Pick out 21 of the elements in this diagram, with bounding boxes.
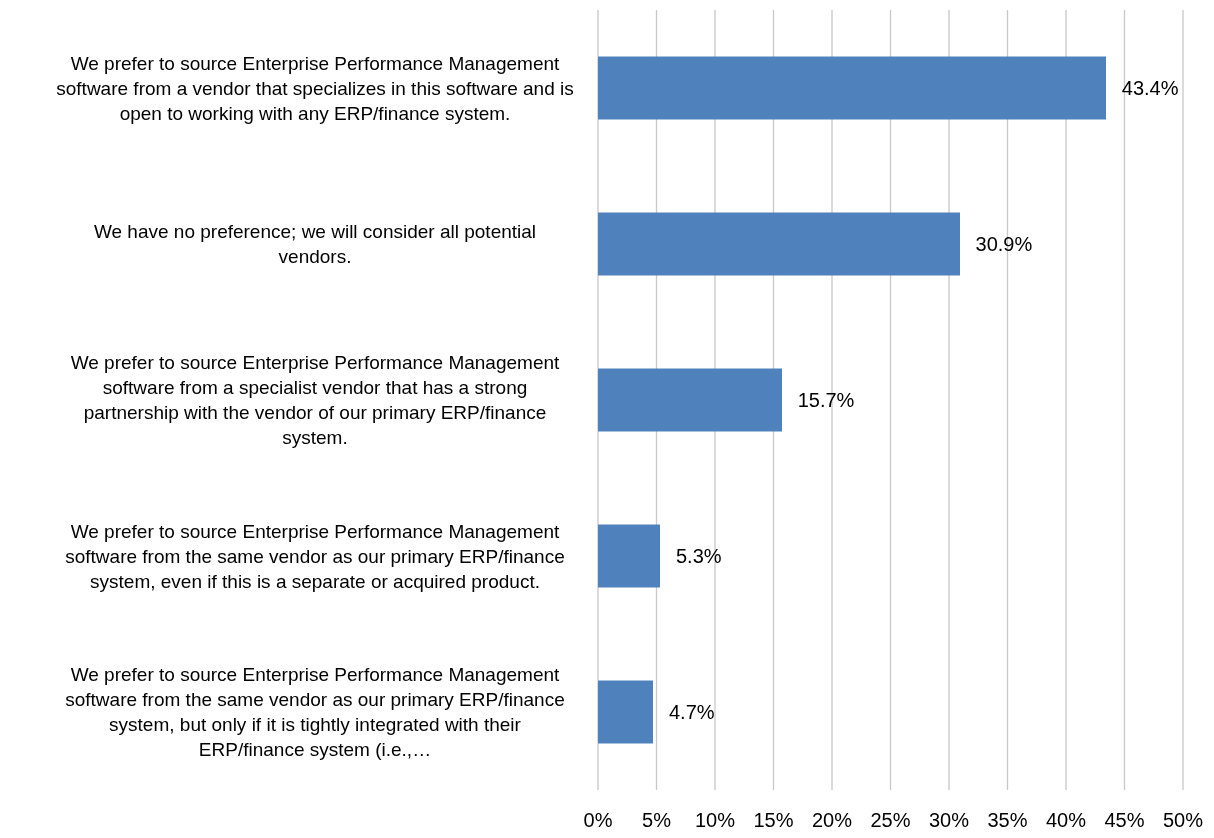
category-label: We prefer to source Enterprise Performance Management software from the same vendor as our primary ERP/finance system, but only if it is tightly integrated with their ERP/finance system (i.e.,…	[64, 663, 566, 762]
tick-label: 45%	[1104, 809, 1145, 832]
value-label: 5.3%	[676, 544, 722, 568]
tick-label: 0%	[583, 809, 613, 832]
tick-label: 30%	[929, 809, 969, 832]
value-label: 30.9%	[975, 232, 1033, 256]
category-label: We prefer to source Enterprise Performance Management software from a specialist vendor that has a strong partnership with the vendor of our primary ERP/finance system.	[69, 351, 561, 450]
tick-label: 25%	[870, 809, 911, 832]
tick-label: 40%	[1046, 809, 1086, 832]
value-label: 4.7%	[669, 700, 715, 724]
value-label: 15.7%	[797, 388, 855, 412]
tick-label: 10%	[695, 809, 735, 832]
category-label: We have no preference; we will consider all potential vendors.	[92, 220, 538, 269]
tick-label: 20%	[812, 809, 852, 832]
tick-label: 35%	[987, 809, 1028, 832]
category-label: We prefer to source Enterprise Performance Management software from a vendor that specializes in this software and is open to working with any ERP/finance system.	[55, 51, 575, 126]
value-label: 43.4%	[1121, 76, 1179, 100]
tick-label: 50%	[1163, 809, 1203, 832]
category-label: We prefer to source Enterprise Performance Management software from the same vendor as our primary ERP/finance system, even if this is a separate or acquired product.	[64, 519, 566, 594]
tick-label: 15%	[753, 809, 794, 832]
tick-label: 5%	[642, 809, 671, 832]
